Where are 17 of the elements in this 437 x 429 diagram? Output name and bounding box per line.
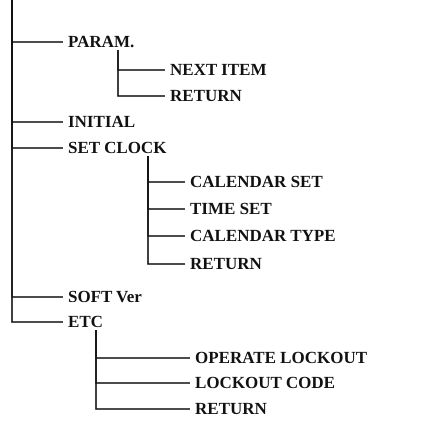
menu-item: CALENDAR TYPE	[190, 226, 336, 246]
connector-line	[147, 156, 185, 265]
menu-item: INITIAL	[68, 112, 136, 132]
menu-item: OPERATE LOCKOUT	[195, 348, 368, 368]
menu-item: RETURN	[195, 399, 267, 419]
menu-item: PARAM.	[68, 32, 134, 52]
menu-item: RETURN	[190, 254, 262, 274]
menu-item: RETURN	[170, 86, 242, 106]
menu-item: TIME SET	[190, 199, 272, 219]
connector-line	[95, 330, 190, 410]
menu-item: LOCKOUT CODE	[195, 373, 335, 393]
menu-item: SET CLOCK	[68, 138, 166, 158]
connector-line	[117, 50, 165, 97]
menu-item: NEXT ITEM	[170, 60, 267, 80]
menu-item: ETC	[68, 312, 103, 332]
menu-item: CALENDAR SET	[190, 172, 323, 192]
menu-item: SOFT Ver	[68, 287, 142, 307]
